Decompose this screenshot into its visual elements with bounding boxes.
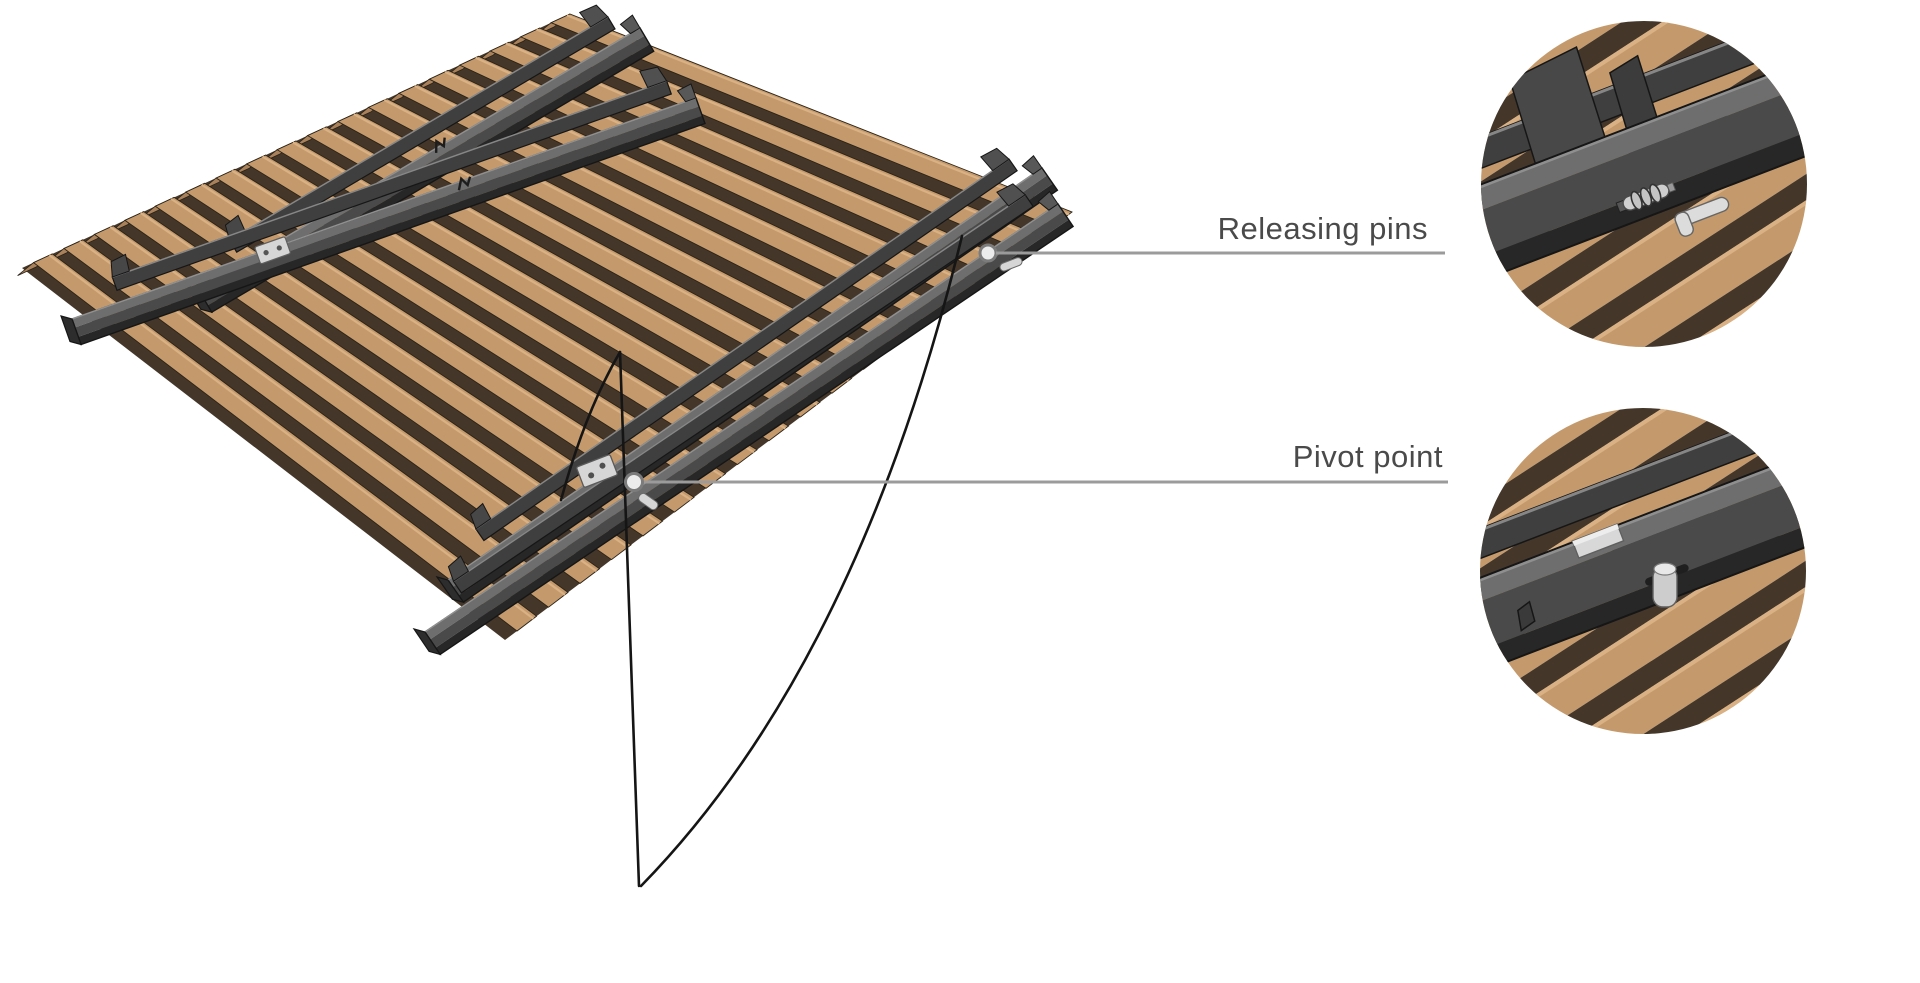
bracket-hole: [599, 462, 606, 469]
releasing-eyelet-icon: [978, 243, 998, 263]
pivot-bracket-plate: [576, 454, 618, 488]
pivot-eyelet-icon: [624, 472, 644, 492]
swing-arc-outer: [639, 234, 964, 888]
pivot-bracket: [576, 454, 618, 488]
upper-rail-pair: [60, 4, 706, 346]
swing-axis-line: [618, 350, 641, 888]
swing-arc-inner: [559, 350, 622, 502]
middle-rail-pair: [412, 147, 1075, 656]
releasing-pin-marker: [978, 243, 1023, 272]
pivot-pin-tail: [638, 492, 659, 511]
pivot-point-label: Pivot point: [1293, 439, 1443, 474]
pivot-point-marker: [624, 472, 659, 511]
releasing-pin-tail: [999, 257, 1023, 272]
releasing-pins-label: Releasing pins: [1218, 211, 1428, 246]
bracket-hole: [588, 472, 595, 479]
detail-circle-pivot-point: [1480, 408, 1806, 734]
swing-path: [559, 234, 964, 888]
